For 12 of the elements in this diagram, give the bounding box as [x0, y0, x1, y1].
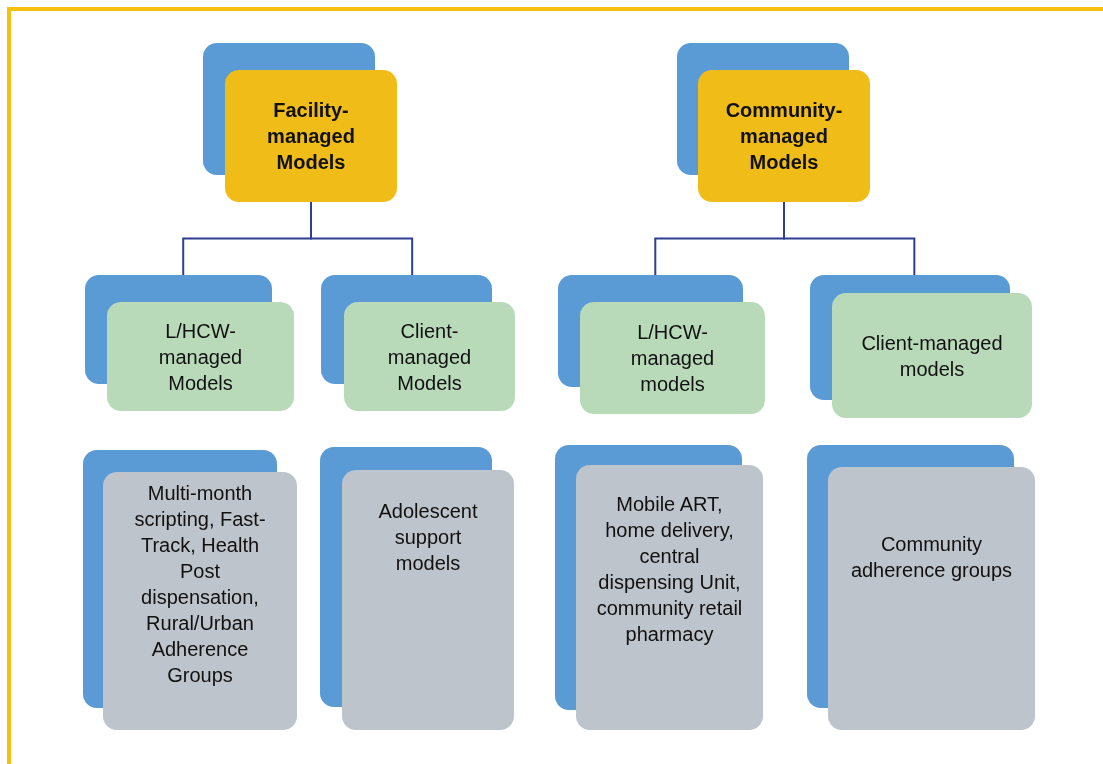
card-text: Multi-month scripting, Fast-Track, Health Post dispensation, Rural/Urban Adherence Groups — [133, 481, 267, 688]
card-text: Community-managed Models — [724, 98, 844, 175]
card-text: L/HCW-managed Models — [157, 318, 244, 396]
card-text: Facility-managed Models — [266, 98, 356, 175]
card-text: Adolescent support models — [377, 499, 479, 576]
connector-line — [783, 201, 916, 276]
card-text: L/HCW-managed models — [629, 320, 716, 397]
card-text: Community adherence groups — [849, 532, 1014, 583]
card-text: Mobile ART, home delivery, central dispensing Unit, community retail pharmacy — [595, 492, 744, 647]
card-text: Client-managed Models — [386, 318, 473, 396]
connector-line — [310, 201, 414, 276]
card-text: Client-managed models — [860, 330, 1004, 382]
